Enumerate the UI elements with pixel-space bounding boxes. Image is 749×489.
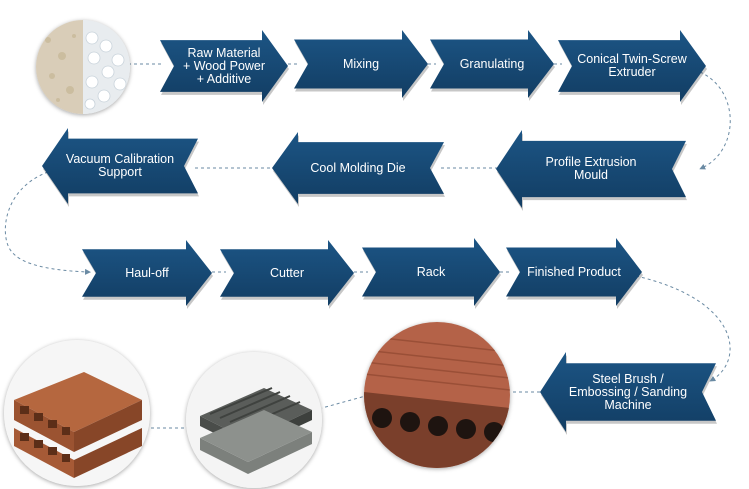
step-granulating: Granulating [430, 30, 555, 101]
arrow-shape [558, 30, 707, 105]
arrow-body [430, 30, 554, 98]
step-label: Haul-off [125, 265, 169, 280]
step-label: Cutter [269, 265, 305, 280]
arrow-shape [294, 30, 429, 101]
step-label: Vacuum Calibration Support [65, 152, 175, 179]
step-label: Conical Twin-Screw Extruder [577, 52, 687, 79]
arrow-body [294, 30, 428, 98]
step-label: Rack [416, 264, 446, 279]
step-haul-off: Haul-off [82, 240, 213, 309]
connector-finished-to-brush [635, 275, 731, 382]
arrow-body [272, 132, 444, 204]
arrow-body [496, 130, 686, 208]
arrow-shape [362, 238, 501, 309]
arrow-shape [82, 240, 213, 309]
arrow-body [160, 30, 288, 102]
arrow-shape [506, 238, 643, 309]
connector-vacuum-to-haul [4, 171, 91, 275]
step-label: Finished Product [527, 264, 621, 279]
step-mixing: Mixing [294, 30, 429, 101]
connector-closeup-to-grey [321, 391, 381, 409]
step-label: Cool Molding Die [310, 160, 406, 175]
arrow-body [540, 352, 716, 432]
step-label: Steel Brush / Embossing / Sanding Machin… [568, 371, 688, 412]
arrow-shape [496, 130, 687, 211]
step-label: Mixing [342, 56, 380, 71]
step-finished-product: Finished Product [506, 238, 643, 309]
raw-material-photo [36, 20, 130, 114]
step-cool-molding: Cool Molding Die [272, 132, 445, 207]
arrow-shape [42, 128, 199, 207]
step-profile-extrusion: Profile Extrusion Mould [496, 130, 687, 211]
step-vacuum-calibration: Vacuum Calibration Support [42, 128, 199, 207]
arrow-body [82, 240, 212, 306]
step-label: Granulating [459, 56, 525, 71]
step-raw-material: Raw Material + Wood Power + Additive [160, 30, 289, 105]
arrow-body [220, 240, 354, 306]
arrow-shape [272, 132, 445, 207]
step-label: Raw Material + Wood Power + Additive [182, 45, 266, 86]
arrow-shape [160, 30, 289, 105]
step-label: Profile Extrusion Mould [545, 155, 637, 182]
arrow-body [42, 128, 198, 204]
grey-decking-photo [186, 352, 322, 488]
arrow-shape [540, 352, 717, 435]
step-cutter: Cutter [220, 240, 355, 309]
step-steel-brush: Steel Brush / Embossing / Sanding Machin… [540, 352, 717, 435]
arrow-body [362, 238, 500, 306]
arrow-shape [220, 240, 355, 309]
arrow-body [506, 238, 642, 306]
arrow-shape [430, 30, 555, 101]
step-rack: Rack [362, 238, 501, 309]
profile-closeup-photo [364, 322, 510, 468]
connector-extruder-to-profile [699, 71, 731, 170]
hollow-decking-photo [4, 340, 150, 486]
arrow-body [558, 30, 706, 102]
step-extruder: Conical Twin-Screw Extruder [558, 30, 707, 105]
